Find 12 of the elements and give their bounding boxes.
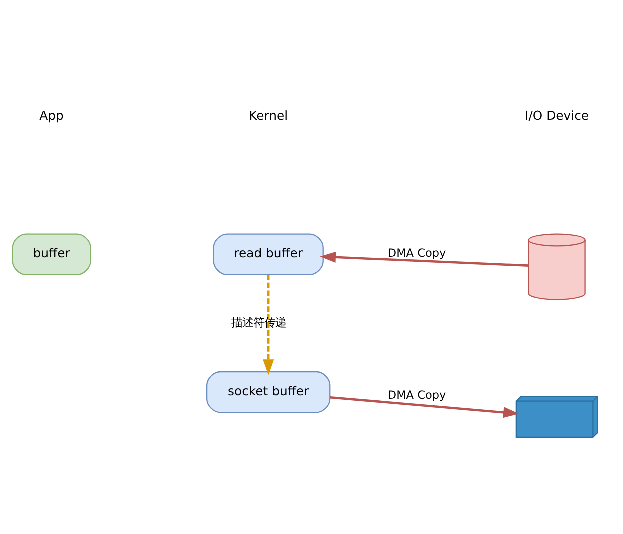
label: App bbox=[40, 108, 64, 123]
node-box: read buffer bbox=[213, 234, 324, 276]
edge-label: DMA Copy bbox=[388, 389, 446, 402]
arrow bbox=[330, 396, 520, 418]
edge-label: 描述符传递 bbox=[232, 316, 286, 330]
arrow bbox=[320, 252, 529, 267]
node-box: buffer bbox=[12, 234, 92, 276]
edge-label: DMA Copy bbox=[388, 246, 446, 260]
arrow bbox=[263, 275, 274, 376]
node-box: socket buffer bbox=[206, 371, 331, 414]
label: I/O Device bbox=[525, 108, 590, 123]
label: Kernel bbox=[249, 108, 288, 123]
